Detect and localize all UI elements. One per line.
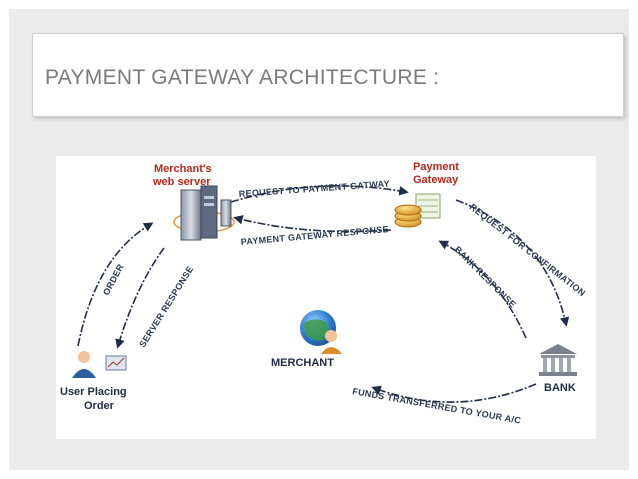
order-arrow xyxy=(77,222,154,347)
funds-transferred-arrow xyxy=(371,383,537,403)
user-label-line1: User Placing xyxy=(60,386,127,398)
bank-response-arrow xyxy=(438,240,527,339)
flow-arrows xyxy=(77,185,570,403)
slide-title: PAYMENT GATEWAY ARCHITECTURE : xyxy=(45,66,440,89)
web-server-icon xyxy=(173,185,235,241)
web-server-label-line2: web server xyxy=(152,176,211,188)
slide-background: PAYMENT GATEWAY ARCHITECTURE : xyxy=(9,9,629,470)
gateway-label-line2: Gateway xyxy=(413,174,459,186)
title-box: PAYMENT GATEWAY ARCHITECTURE : xyxy=(32,33,624,117)
user-label-line2: Order xyxy=(84,400,115,412)
gateway-label-line1: Payment xyxy=(413,161,459,173)
architecture-diagram: REQUEST TO PAYMENT GATWAY PAYMENT GATEWA… xyxy=(56,156,596,439)
request-confirmation-arrow xyxy=(455,199,570,327)
flow-label-bank-response: BANK RESPONSE xyxy=(453,244,518,309)
user-icon xyxy=(72,351,127,378)
flow-label-request-to-gateway: REQUEST TO PAYMENT GATWAY xyxy=(238,178,390,199)
diagram-canvas: REQUEST TO PAYMENT GATWAY PAYMENT GATEWA… xyxy=(60,161,587,426)
merchant-label: MERCHANT xyxy=(271,357,334,369)
web-server-label-line1: Merchant's xyxy=(154,163,212,175)
flow-label-order: ORDER xyxy=(101,262,126,297)
bank-label: BANK xyxy=(544,382,576,394)
flow-label-gateway-response: PAYMENT GATEWAY RESPONSE xyxy=(240,224,389,247)
server-response-arrow xyxy=(115,247,165,349)
payment-gateway-icon xyxy=(394,193,441,228)
request-to-gateway-arrow xyxy=(230,185,409,203)
flow-label-funds-transferred: FUNDS TRANSFERRED TO YOUR A/C xyxy=(352,386,522,426)
bank-icon xyxy=(539,344,577,376)
merchant-globe-icon xyxy=(300,310,342,354)
gateway-response-arrow xyxy=(233,215,392,233)
